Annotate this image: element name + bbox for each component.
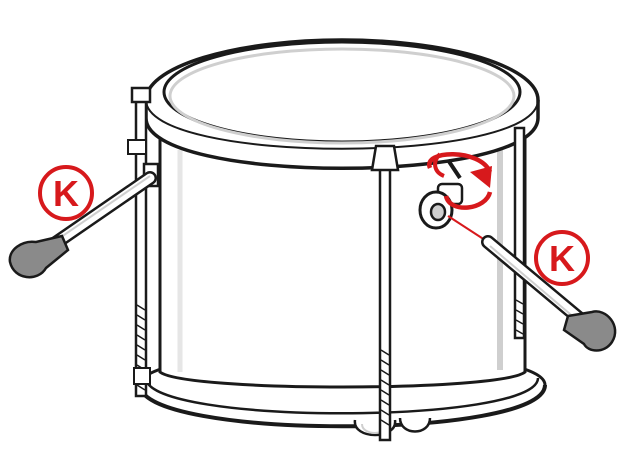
callout-label-left: K bbox=[53, 173, 79, 214]
tension-rod-right bbox=[515, 128, 524, 338]
leg-rubber-tip-left bbox=[10, 236, 68, 277]
drum-head bbox=[164, 42, 520, 143]
callout-k-right: K bbox=[536, 232, 588, 284]
callout-label-right: K bbox=[549, 238, 575, 279]
tension-rod-left bbox=[132, 88, 150, 396]
callout-k-left: K bbox=[40, 167, 92, 219]
leg-rubber-tip-right bbox=[564, 311, 615, 350]
